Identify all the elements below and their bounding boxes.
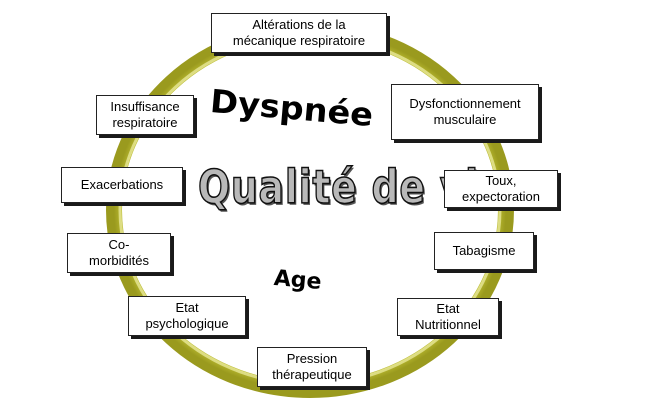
factor-box-tabagisme: Tabagisme bbox=[434, 232, 534, 270]
age-label: Age bbox=[272, 266, 323, 296]
factor-box-nutritionnel: Etat Nutritionnel bbox=[397, 298, 499, 336]
factor-box-insuffisance: Insuffisance respiratoire bbox=[96, 95, 194, 135]
factor-box-mecanique: Altérations de la mécanique respiratoire bbox=[211, 13, 387, 53]
factor-box-musculaire: Dysfonctionnement musculaire bbox=[391, 84, 539, 140]
factor-box-pression: Pression thérapeutique bbox=[257, 347, 367, 387]
factor-box-comorbidites: Co- morbidités bbox=[67, 233, 171, 273]
factor-box-psychologique: Etat psychologique bbox=[128, 296, 246, 336]
factor-box-toux: Toux, expectoration bbox=[444, 170, 558, 208]
factor-box-exacerbations: Exacerbations bbox=[61, 167, 183, 203]
